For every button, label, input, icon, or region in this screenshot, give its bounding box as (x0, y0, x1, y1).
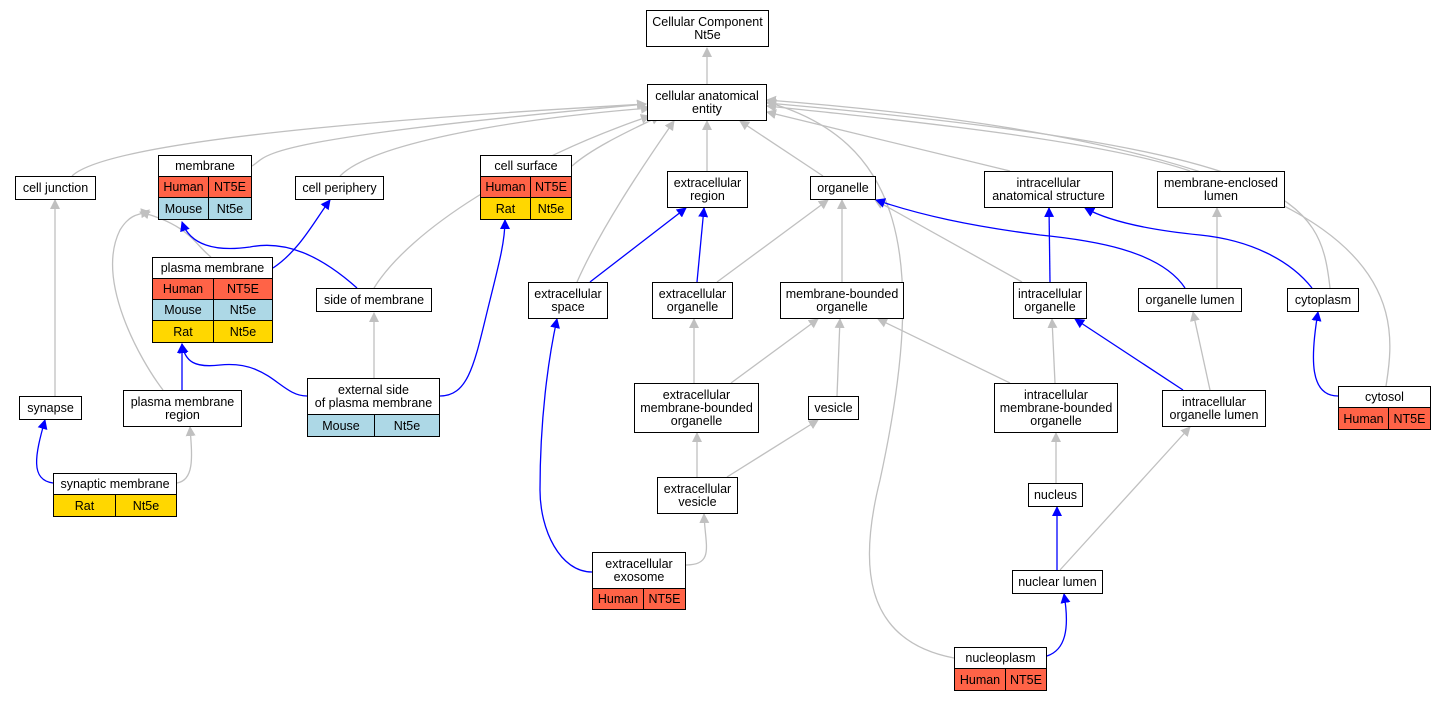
edge-is-a (339, 103, 651, 177)
edge-is-a (739, 120, 824, 177)
edge-is-a (730, 318, 819, 384)
species-cell: Human (152, 278, 214, 300)
node-external-side-of-plasma-membrane[interactable]: external side of plasma membrane (307, 378, 440, 415)
gene-cell: NT5E (1388, 407, 1431, 430)
edge-annotated (1074, 318, 1184, 391)
node-membrane[interactable]: membrane (158, 155, 252, 177)
species-cell: Human (954, 668, 1006, 691)
edge-is-a (139, 209, 212, 258)
edge-is-a (766, 95, 1391, 387)
gene-cell: NT5E (213, 278, 273, 300)
node-intracellular-membrane-bounded-organelle[interactable]: intracellular membrane-bounded organelle (994, 383, 1118, 433)
node-root[interactable]: Cellular Component Nt5e (646, 10, 769, 47)
species-cell: Human (480, 176, 531, 198)
node-membrane-bounded-organelle[interactable]: membrane-bounded organelle (780, 282, 904, 319)
edge-annotated (439, 219, 510, 397)
node-extracellular-membrane-bounded-organelle[interactable]: extracellular membrane-bounded organelle (634, 383, 759, 433)
edge-is-a (112, 208, 164, 391)
edge-annotated (589, 207, 687, 283)
edge-is-a (1047, 318, 1058, 384)
node-cell-surface[interactable]: cell surface (480, 155, 572, 177)
species-cell: Human (158, 176, 209, 198)
gene-cell: NT5E (208, 176, 252, 198)
edge-is-a (71, 99, 647, 177)
edge-annotated (180, 221, 358, 289)
node-intracellular-organelle-lumen[interactable]: intracellular organelle lumen (1162, 390, 1266, 427)
node-cytosol[interactable]: cytosol (1338, 386, 1431, 408)
edge-is-a (726, 419, 819, 478)
species-cell: Mouse (158, 197, 209, 220)
node-membrane-enclosed-lumen[interactable]: membrane-enclosed lumen (1157, 171, 1285, 208)
edge-is-a (877, 318, 1011, 384)
node-cellular-anatomical-entity[interactable]: cellular anatomical entity (647, 84, 767, 121)
species-cell: Human (592, 588, 644, 610)
species-cell: Rat (53, 494, 116, 517)
node-vesicle[interactable]: vesicle (808, 396, 859, 420)
gene-cell: Nt5e (213, 299, 273, 321)
gene-cell: NT5E (643, 588, 686, 610)
species-cell: Mouse (152, 299, 214, 321)
edge-is-a (251, 99, 647, 167)
gene-cell: Nt5e (208, 197, 252, 220)
edge-is-a (1190, 311, 1211, 391)
species-cell: Rat (480, 197, 531, 220)
species-cell: Rat (152, 320, 214, 343)
gene-cell: Nt5e (115, 494, 177, 517)
edge-annotated (696, 207, 709, 283)
node-synapse[interactable]: synapse (19, 396, 82, 420)
edge-is-a (176, 426, 196, 484)
edge-annotated (178, 343, 308, 397)
edge-annotated (1046, 593, 1071, 657)
node-organelle-lumen[interactable]: organelle lumen (1138, 288, 1242, 312)
edge-is-a (766, 99, 955, 659)
gene-cell: NT5E (1005, 668, 1047, 691)
node-intracellular-anatomical-structure[interactable]: intracellular anatomical structure (984, 171, 1113, 208)
node-extracellular-exosome[interactable]: extracellular exosome (592, 552, 686, 589)
edge-annotated (35, 419, 54, 484)
edge-annotated (1084, 207, 1313, 289)
edge-is-a (685, 513, 710, 566)
edge-annotated (1311, 311, 1339, 397)
node-extracellular-region[interactable]: extracellular region (667, 171, 748, 208)
edge-is-a (576, 120, 675, 283)
node-side-of-membrane[interactable]: side of membrane (316, 288, 432, 312)
node-plasma-membrane[interactable]: plasma membrane (152, 257, 273, 279)
node-synaptic-membrane[interactable]: synaptic membrane (53, 473, 177, 495)
edge-is-a (716, 199, 829, 283)
node-nuclear-lumen[interactable]: nuclear lumen (1012, 570, 1103, 594)
gene-cell: Nt5e (374, 414, 440, 437)
node-organelle[interactable]: organelle (810, 176, 876, 200)
node-nucleus[interactable]: nucleus (1028, 483, 1083, 507)
edge-annotated (1044, 207, 1055, 283)
edge-is-a (834, 318, 845, 397)
edge-annotated (272, 199, 331, 269)
node-intracellular-organelle[interactable]: intracellular organelle (1013, 282, 1087, 319)
edge-is-a (373, 114, 651, 289)
node-cytoplasm[interactable]: cytoplasm (1287, 288, 1359, 312)
edge-is-a (766, 109, 1011, 172)
gene-cell: NT5E (530, 176, 572, 198)
edge-annotated (539, 318, 593, 573)
node-cell-junction[interactable]: cell junction (15, 176, 96, 200)
node-cell-periphery[interactable]: cell periphery (295, 176, 384, 200)
edge-is-a (766, 101, 1191, 172)
node-plasma-membrane-region[interactable]: plasma membrane region (123, 390, 242, 427)
node-extracellular-organelle[interactable]: extracellular organelle (652, 282, 733, 319)
node-nucleoplasm[interactable]: nucleoplasm (954, 647, 1047, 669)
species-cell: Human (1338, 407, 1389, 430)
edge-annotated (875, 198, 1186, 289)
gene-cell: Nt5e (530, 197, 572, 220)
node-extracellular-space[interactable]: extracellular space (528, 282, 608, 319)
edge-is-a (874, 199, 1023, 283)
gene-cell: Nt5e (213, 320, 273, 343)
species-cell: Mouse (307, 414, 375, 437)
edge-is-a (1059, 426, 1191, 571)
node-extracellular-vesicle[interactable]: extracellular vesicle (657, 477, 738, 514)
